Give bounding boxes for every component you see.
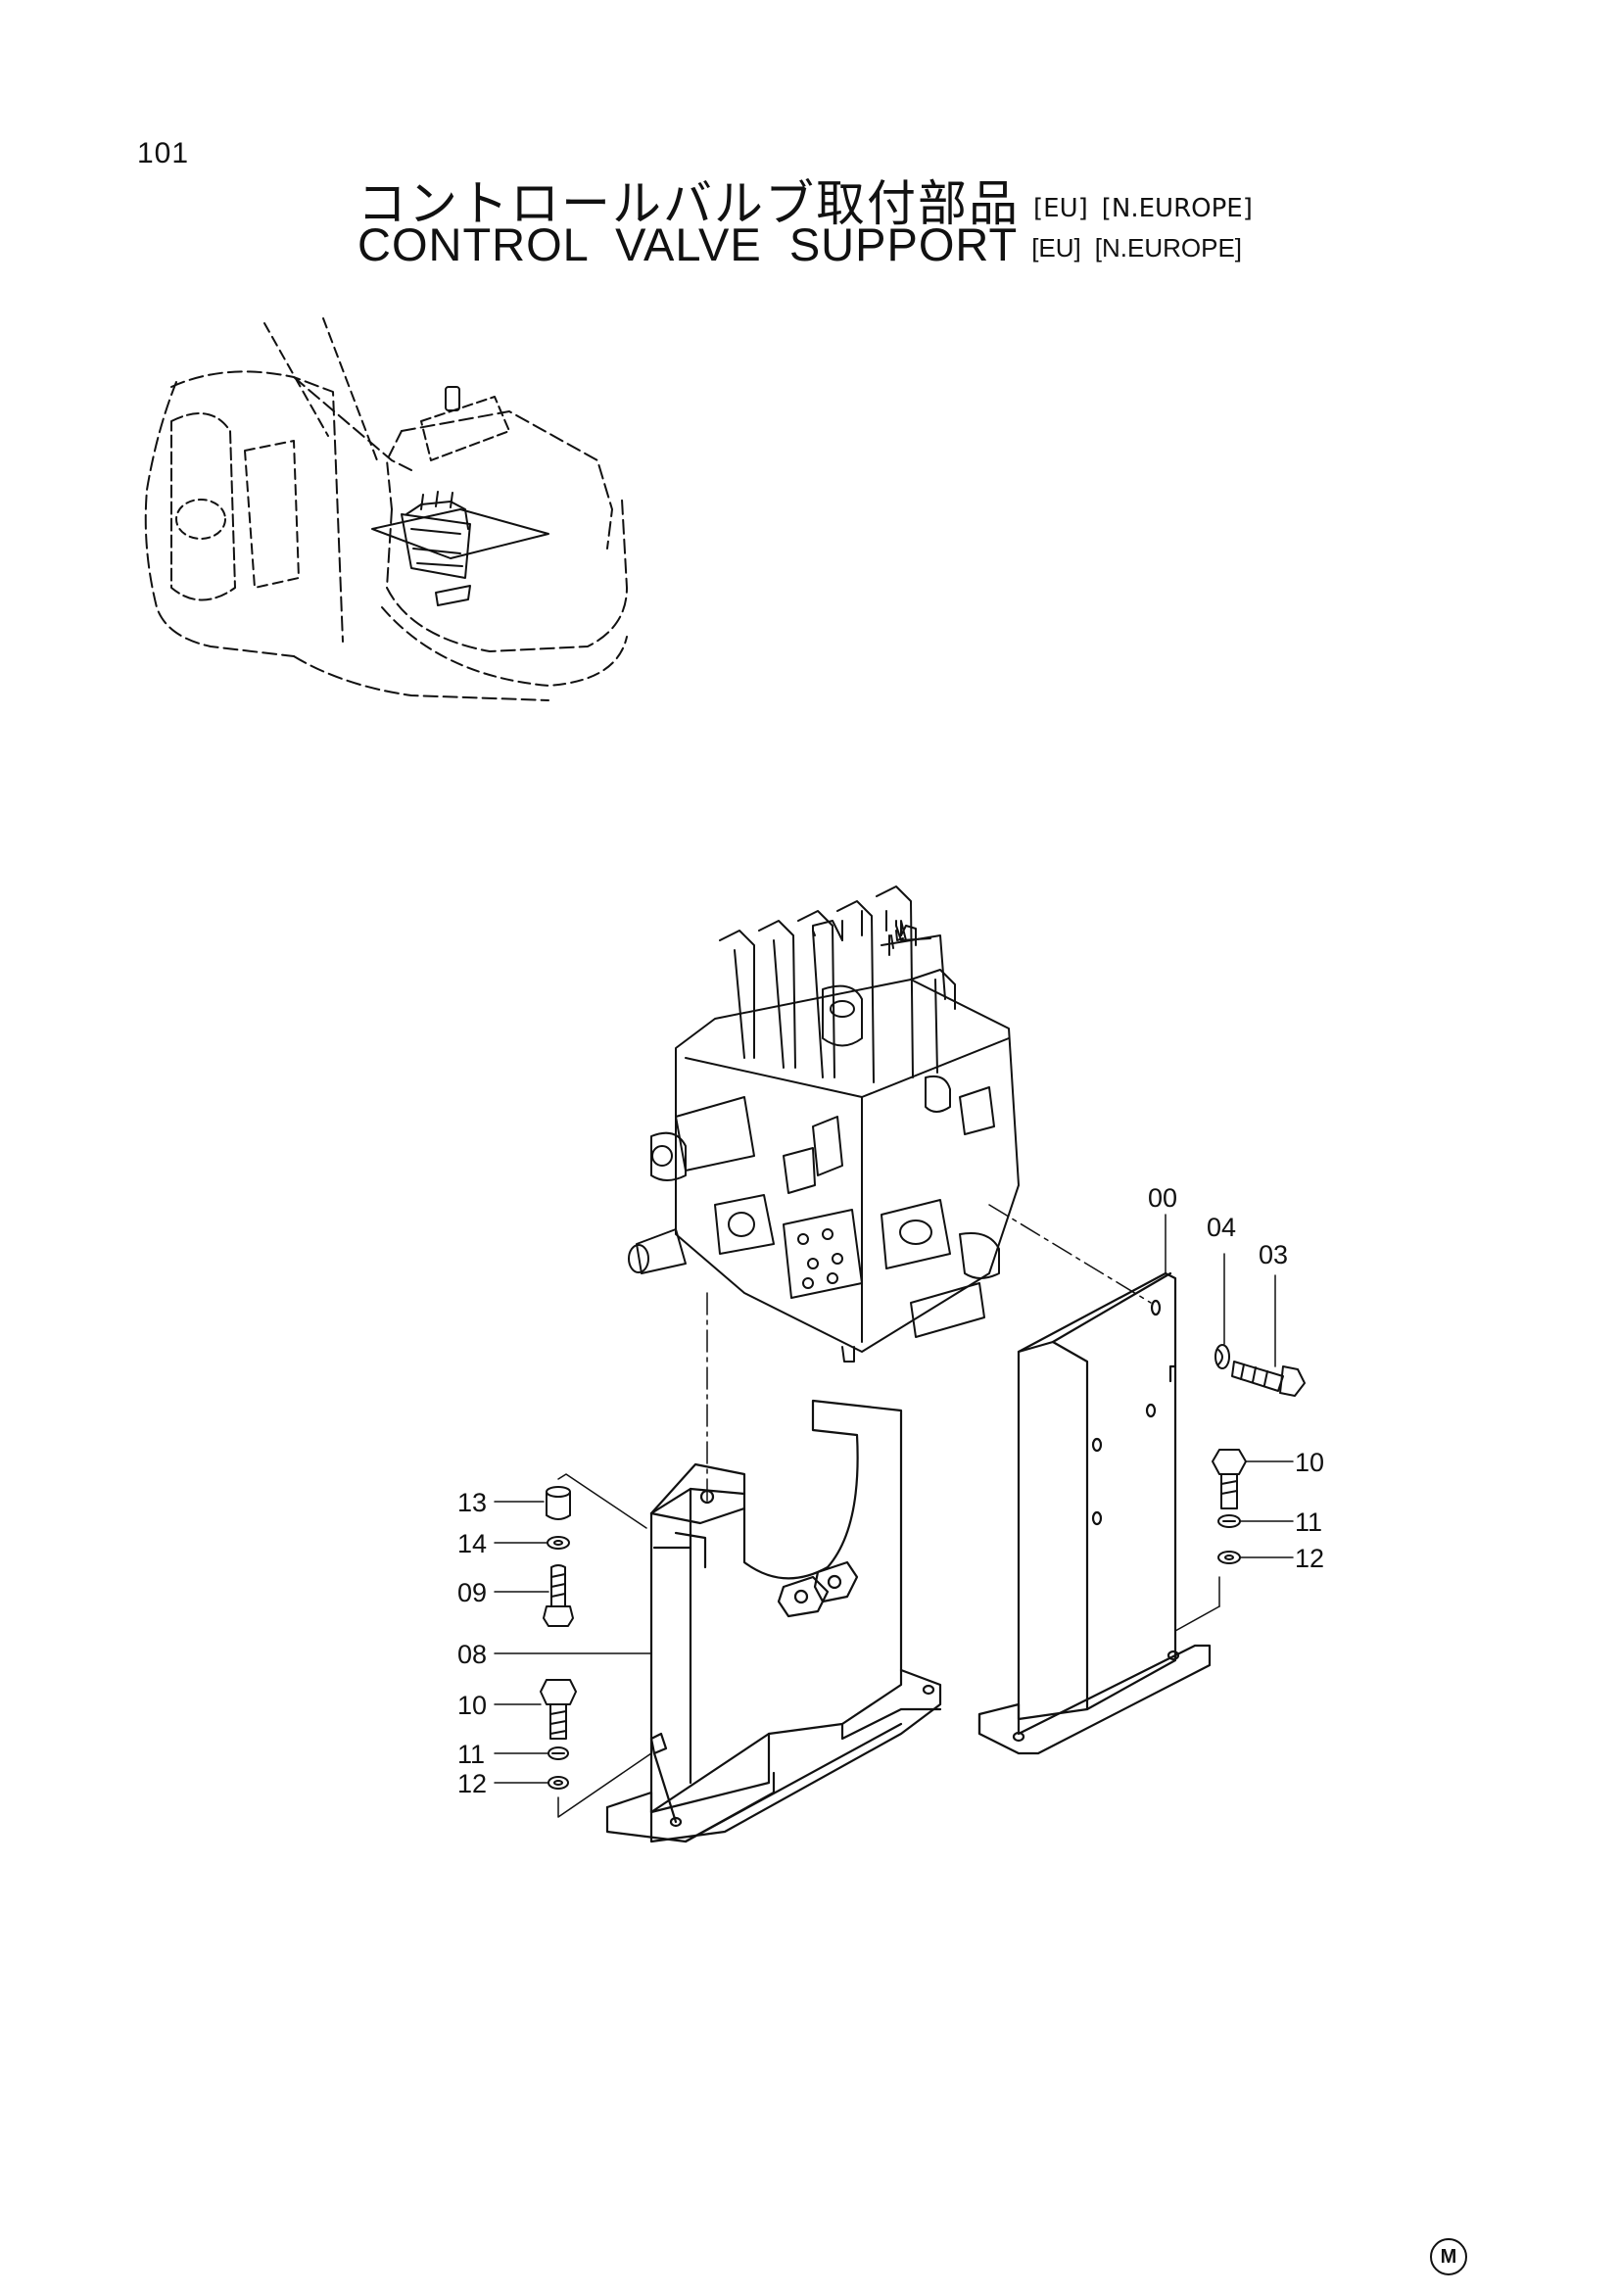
bolt-09-illustration [543,1564,574,1627]
callout-04: 04 [1207,1213,1236,1242]
title-english: CONTROL VALVE SUPPORT [EU] [N.EUROPE] [357,217,1242,271]
right-support-bracket [977,1271,1212,1755]
bolt-03-illustration [1231,1361,1306,1397]
callout-09: 09 [457,1578,487,1607]
spacer-13-illustration [546,1486,571,1520]
washer-14-illustration [547,1536,570,1550]
callout-11-left: 11 [457,1740,485,1769]
callout-10-left: 10 [457,1691,487,1720]
callout-12-left: 12 [457,1769,487,1798]
title-japanese: コントロールバルブ取付部品 [EU] [N.EUROPE] [357,165,1253,235]
callout-11-right: 11 [1295,1507,1322,1537]
lock-washer-11-right-illustration [1217,1514,1241,1528]
lock-washer-11-left-illustration [548,1746,569,1760]
bolt-10-left-illustration [540,1679,577,1740]
title-japanese-text: コントロールバルブ取付部品 [357,175,1020,232]
callout-12-right: 12 [1295,1544,1324,1573]
callout-14: 14 [457,1529,487,1558]
page-number: 101 [137,137,190,169]
callout-10-right: 10 [1295,1448,1324,1477]
bolt-10-right-illustration [1212,1449,1247,1509]
hardware-items [540,1344,1306,1790]
left-support-bracket [605,1399,942,1843]
washer-04-illustration [1214,1344,1230,1369]
callout-03: 03 [1259,1240,1288,1269]
callout-00: 00 [1148,1183,1177,1213]
title-japanese-tag-neurope: [N.EUROPE] [1101,194,1253,223]
title-english-tag-eu: [EU] [1031,233,1081,263]
callout-08: 08 [457,1640,487,1669]
callout-labels: 00 04 03 10 11 12 13 14 09 08 10 11 12 [457,1183,1324,1798]
machine-overview-illustration [144,317,628,701]
manual-mark: M [1430,2238,1467,2275]
title-english-text: CONTROL VALVE SUPPORT [357,218,1019,270]
leader-lines [494,1214,1294,1818]
washer-12-right-illustration [1217,1551,1241,1564]
alignment-lines [706,1204,1152,1505]
callout-13: 13 [457,1488,487,1517]
title-english-tag-neurope: [N.EUROPE] [1094,233,1243,263]
washer-12-left-illustration [548,1776,569,1790]
control-valve-illustration [628,885,1020,1363]
title-japanese-tag-eu: [EU] [1033,194,1088,223]
